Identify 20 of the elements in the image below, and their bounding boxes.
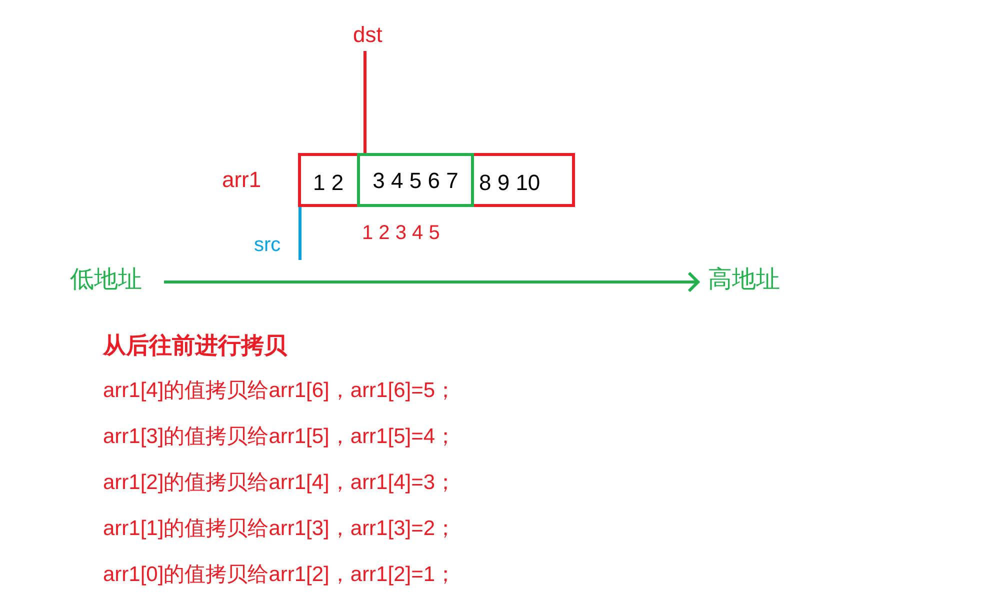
- address-label: 低地址: [70, 262, 142, 298]
- step-text: arr1[0]的值拷贝给arr1[2]，arr1[2]=1；: [103, 562, 456, 588]
- array-values: 8 9 10: [479, 169, 540, 197]
- array-name: arr1: [222, 166, 262, 194]
- array-values: 3 4 5 6 7: [372, 166, 458, 194]
- array-box: [298, 153, 575, 207]
- leader-line: [364, 51, 366, 153]
- arrow: [164, 272, 700, 292]
- heading-text: 从后往前进行拷贝: [103, 331, 288, 360]
- leader-line: [298, 207, 302, 260]
- pointer-label: src: [254, 230, 300, 260]
- step-text: arr1[3]的值拷贝给arr1[5]，arr1[5]=4；: [103, 424, 456, 450]
- step-text: arr1[4]的值拷贝给arr1[6]，arr1[6]=5；: [103, 378, 456, 404]
- highlight-box: [357, 153, 474, 207]
- index-numbers: 1 2 3 4 5: [362, 221, 440, 246]
- step-text: arr1[2]的值拷贝给arr1[4]，arr1[4]=3；: [103, 470, 456, 496]
- address-label: 高地址: [708, 262, 780, 298]
- step-text: arr1[1]的值拷贝给arr1[3]，arr1[3]=2；: [103, 516, 456, 542]
- pointer-label: dst: [353, 18, 382, 51]
- array-values: 1 2: [313, 169, 344, 197]
